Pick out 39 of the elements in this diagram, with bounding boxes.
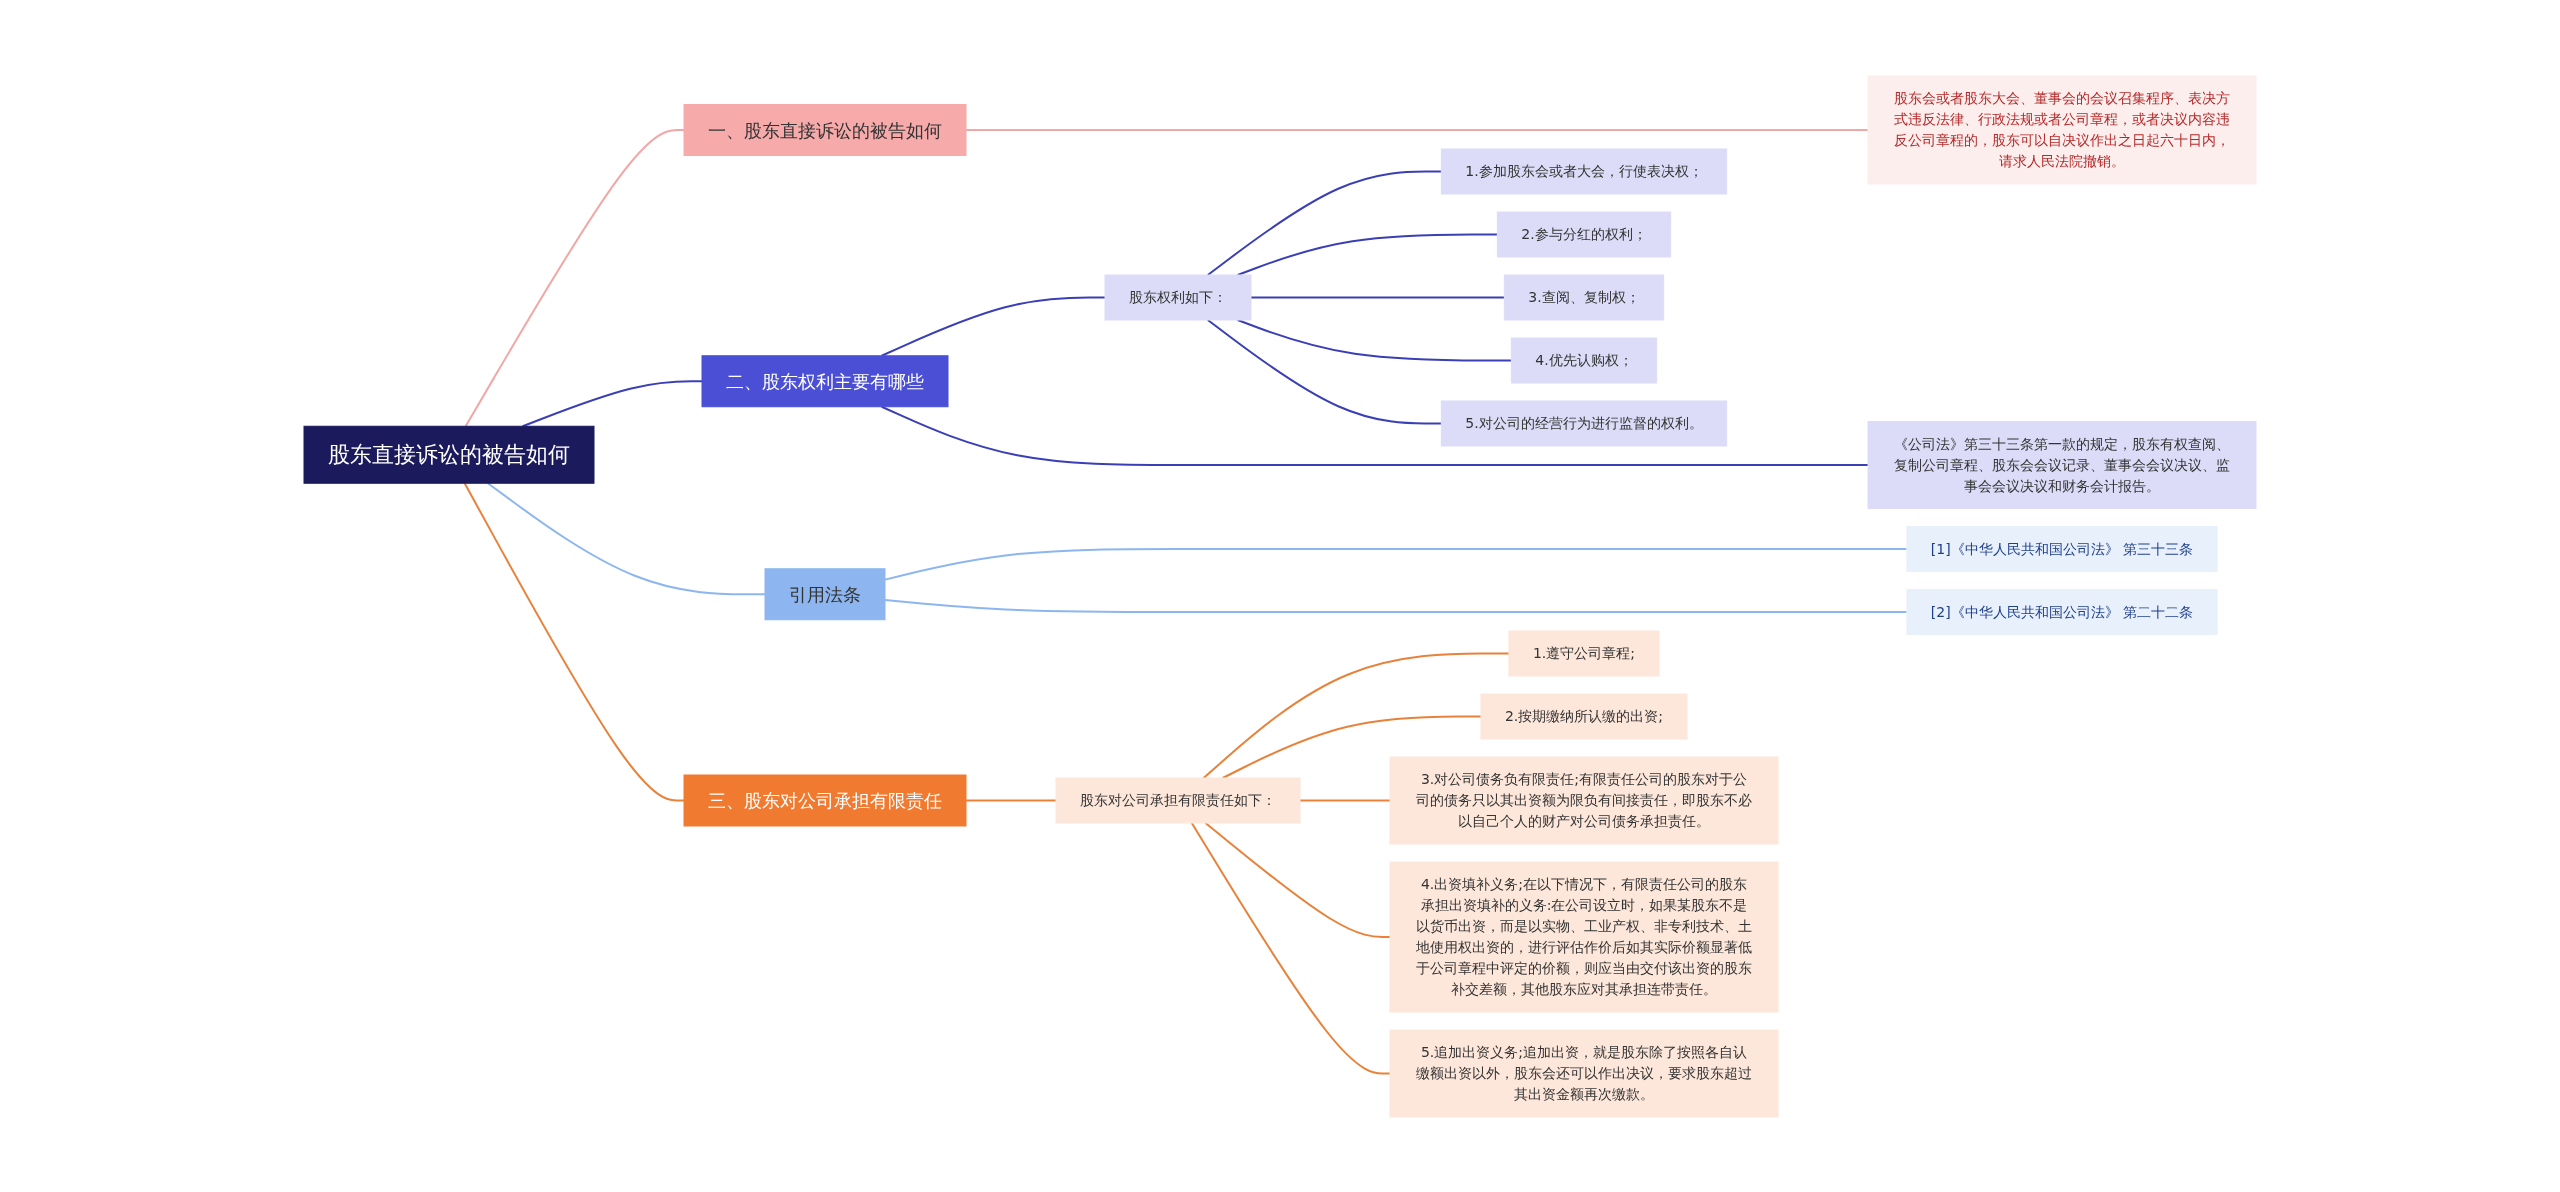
connector	[463, 481, 685, 801]
node-box: 1.参加股东会或者大会，行使表决权；	[1440, 148, 1728, 194]
node-box: 3.对公司债务负有限责任;有限责任公司的股东对于公司的债务只以其出资额为限负有间接责任，即股东不必以自己个人的财产对公司债务承担责任。	[1389, 756, 1779, 844]
node-box: 5.对公司的经营行为进行监督的权利。	[1440, 400, 1728, 446]
connector	[1206, 318, 1443, 424]
node-box: 引用法条	[764, 567, 886, 620]
connector	[1206, 170, 1443, 276]
connector	[464, 128, 685, 427]
connector	[880, 296, 1106, 357]
node-box: 一、股东直接诉讼的被告如何	[683, 103, 967, 156]
connector	[486, 481, 766, 595]
node-box: 股东对公司承担有限责任如下：	[1055, 777, 1301, 823]
connector	[1202, 652, 1510, 779]
connector	[880, 405, 1869, 466]
connector	[1236, 318, 1513, 361]
connector	[1250, 296, 1506, 298]
connector	[1299, 799, 1391, 801]
node-box: 《公司法》第三十三条第一款的规定，股东有权查阅、复制公司章程、股东会会议记录、董事会会议决议、监事会会议决议和财务会计报告。	[1867, 420, 2257, 509]
node-box: 股东权利如下：	[1104, 274, 1252, 320]
connector	[884, 598, 1908, 613]
node-box: [2]《中华人民共和国公司法》 第二十二条	[1906, 588, 2218, 635]
node-box: 4.出资填补义务;在以下情况下，有限责任公司的股东承担出资填补的义务:在公司设立时，如果某股东不是以货币出资，而是以实物、工业产权、非专利技术、土地使用权出资的，进行评估作价后如其实际价额显著低于公司章程中评定的价额，则应当由交付该出资的股东补交差额，其他股东应对其承担连带责任。	[1389, 861, 1779, 1012]
node-box: 二、股东权利主要有哪些	[701, 354, 949, 407]
connector	[965, 799, 1057, 801]
node-box: 1.遵守公司章程;	[1508, 630, 1660, 676]
connector	[1204, 821, 1391, 938]
connector	[884, 547, 1908, 581]
node-box: [1]《中华人民共和国公司法》 第三十三条	[1906, 525, 2218, 572]
node-box: 2.参与分红的权利；	[1496, 211, 1672, 257]
connector	[1221, 715, 1482, 779]
connector	[965, 128, 1869, 131]
connector	[1190, 821, 1391, 1074]
node-box: 股东会或者股东大会、董事会的会议召集程序、表决方式违反法律、行政法规或者公司章程，或者决议内容违反公司章程的，股东可以自决议作出之日起六十日内，请求人民法院撤销。	[1867, 75, 2257, 184]
node-box: 股东直接诉讼的被告如何	[303, 425, 595, 484]
node-box: 3.查阅、复制权；	[1503, 274, 1665, 320]
node-box: 4.优先认购权；	[1510, 337, 1658, 383]
node-box: 2.按期缴纳所认缴的出资;	[1480, 693, 1688, 739]
node-box: 三、股东对公司承担有限责任	[683, 774, 967, 826]
node-box: 5.追加出资义务;追加出资，就是股东除了按照各自认缴额出资以外，股东会还可以作出决议，要求股东超过其出资金额再次缴款。	[1389, 1029, 1779, 1117]
